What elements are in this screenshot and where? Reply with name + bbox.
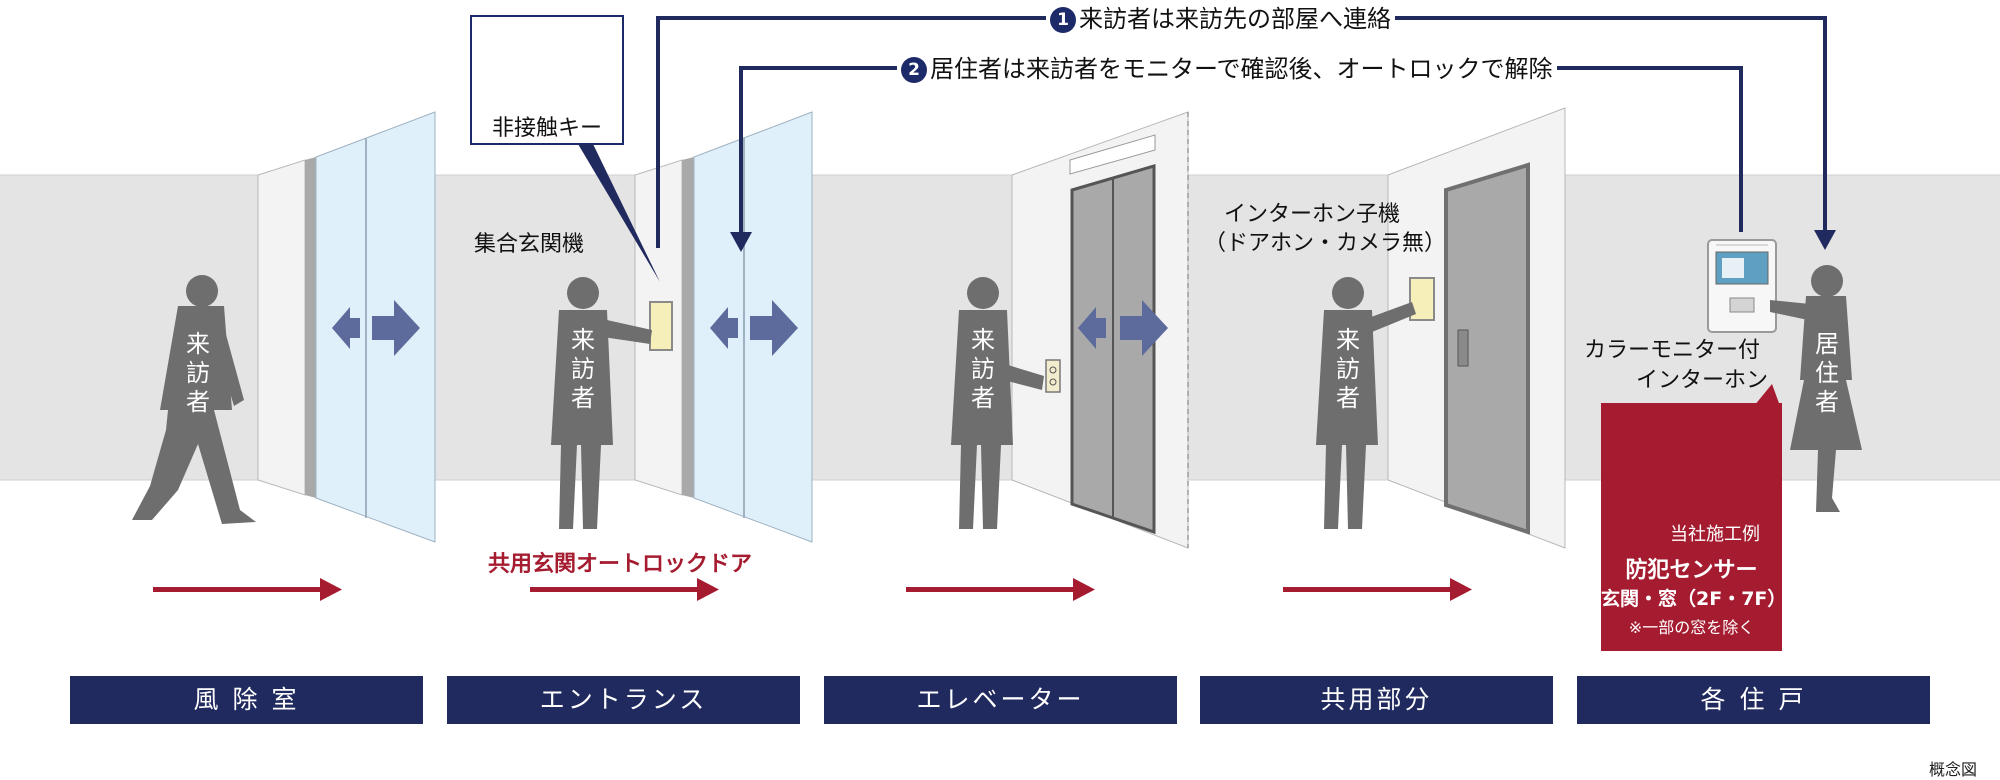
key-box-frame (470, 15, 624, 145)
sensor-callout-pointer (1754, 384, 1780, 406)
color-monitor-intercom (1707, 239, 1777, 333)
entrance-door (634, 111, 813, 543)
visitor-at-elevator (951, 277, 1044, 529)
entrance-panel-label: 集合玄関機 (474, 232, 585, 257)
step-1-text: 来訪者は来訪先の部屋へ連絡 (1079, 5, 1391, 33)
key-callout-pointer (578, 144, 660, 282)
step-1-number: 1 (1050, 7, 1076, 33)
entrance-slide-arrows (710, 300, 798, 356)
visitor-at-entrance (551, 277, 652, 529)
stage-elevator: エレベーター (824, 676, 1177, 724)
step-2-number: 2 (901, 57, 927, 83)
visitor-at-door (1316, 277, 1416, 529)
windbreak-slide-arrows (332, 300, 420, 356)
visitor-walking (132, 275, 256, 524)
autolock-door-label: 共用玄関オートロックドア (488, 552, 753, 577)
color-monitor-label-2: インターホン (1636, 368, 1769, 393)
flow2-arrowhead (730, 232, 752, 252)
contactless-key-label: 非接触キー (491, 116, 602, 141)
stage-windbreak-room: 風 除 室 (70, 676, 423, 724)
flow1-arrowhead (1814, 230, 1836, 250)
visitor-label-4: 来訪者 (1336, 326, 1360, 412)
visitor-label-1: 来訪者 (186, 330, 210, 416)
sensor-locations: 玄関・窓（2F・7F） (1601, 588, 1787, 610)
unit-door (1387, 107, 1566, 549)
entrance-panel-device (649, 301, 673, 351)
stage-common-area: 共用部分 (1200, 676, 1553, 724)
stage-entrance: エントランス (447, 676, 800, 724)
visitor-label-3: 来訪者 (971, 326, 995, 412)
concept-diagram-label: 概念図 (1929, 760, 1978, 779)
photo-caption: 当社施工例 (1670, 524, 1760, 545)
sensor-note: ※一部の窓を除く (1628, 618, 1755, 637)
sensor-box-frame (1601, 403, 1782, 651)
intercom-sub-label-2: （ドアホン・カメラ無） (1204, 231, 1447, 256)
progress-arrows (153, 578, 1472, 601)
resident-woman (1770, 265, 1862, 512)
visitor-label-2: 来訪者 (571, 326, 595, 412)
stage-each-unit: 各 住 戸 (1577, 676, 1930, 724)
step-2-text: 居住者は来訪者をモニターで確認後、オートロックで解除 (930, 55, 1553, 83)
color-monitor-label-1: カラーモニター付 (1584, 338, 1761, 363)
elevator-slide-arrows (1078, 300, 1168, 356)
resident-label: 居住者 (1815, 330, 1839, 416)
sensor-title: 防犯センサー (1625, 558, 1758, 583)
intercom-sub-label-1: インターホン子機 (1224, 202, 1401, 227)
